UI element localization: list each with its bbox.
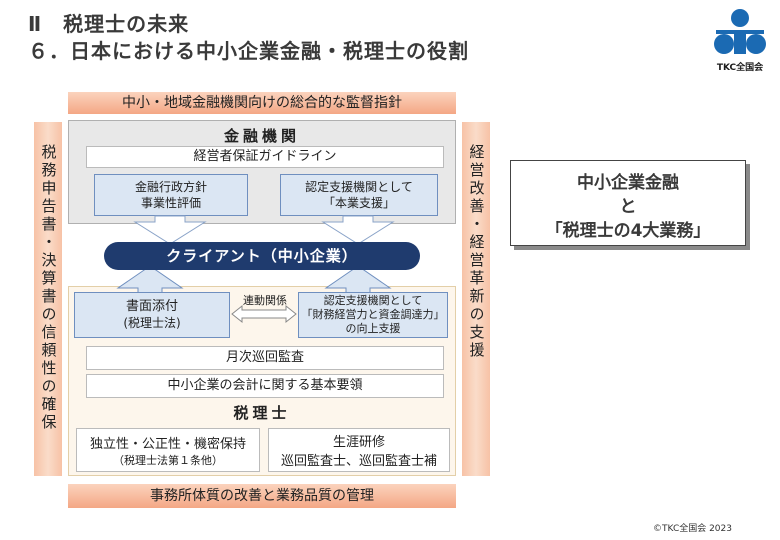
core-business-box: 認定支援機関として 「本業支援」: [280, 174, 438, 216]
callout-line2: と: [619, 197, 637, 217]
down-arrow-left: [133, 215, 207, 245]
monthly-audit-box: 月次巡回監査: [86, 346, 444, 370]
left-bar-label: 税務申告書・決算書の信頼性の確保: [39, 144, 58, 432]
guideline-box: 経営者保証ガイドライン: [86, 146, 444, 168]
right-bar-label: 経営改善・経営革新の支援: [467, 144, 486, 360]
bottom-banner: 事務所体質の改善と業務品質の管理: [68, 484, 456, 508]
independence-box: 独立性・公正性・機密保持 （税理士法第１条他）: [76, 428, 260, 472]
linkage-label: 連動関係: [243, 294, 287, 307]
core-business-line1: 認定支援機関として: [305, 180, 413, 194]
independence-line2: （税理士法第１条他）: [113, 453, 223, 467]
tkc-logo-icon: [714, 9, 766, 54]
training-line2: 巡回監査士、巡回監査士補: [280, 454, 437, 469]
written-attachment-line1: 書面添付: [125, 299, 178, 314]
logo-text: TKC全国会: [716, 63, 764, 73]
callout-line3: 「税理士の4大業務」: [545, 221, 711, 241]
finance-policy-box: 金融行政方針 事業性評価: [94, 174, 248, 216]
top-banner: 中小・地域金融機関向けの総合的な監督指針: [68, 92, 456, 114]
finance-heading: 金融機関: [223, 127, 300, 145]
tkc-logo: TKC全国会: [712, 6, 768, 73]
training-line1: 生涯研修: [332, 435, 385, 450]
finance-policy-line2: 事業性評価: [140, 196, 201, 210]
callout-line1: 中小企業金融: [577, 173, 679, 193]
down-arrow-right: [321, 215, 395, 245]
support-line2: 「財務経営力と資金調達力」: [301, 308, 445, 321]
section-title: Ⅱ 税理士の未来: [28, 12, 190, 36]
independence-line1: 独立性・公正性・機密保持: [89, 436, 246, 452]
core-business-line2: 「本業支援」: [322, 196, 395, 210]
training-box: 生涯研修 巡回監査士、巡回監査士補: [268, 428, 450, 472]
support-line3: の向上支援: [345, 322, 401, 335]
copyright: ©TKC全国会 2023: [653, 524, 732, 534]
left-bar: 税務申告書・決算書の信頼性の確保: [34, 122, 62, 476]
callout-box: 中小企業金融 と 「税理士の4大業務」: [510, 160, 746, 246]
support-box: 認定支援機関として 「財務経営力と資金調達力」 の向上支援: [298, 292, 448, 338]
accounting-basics-box: 中小企業の会計に関する基本要領: [86, 374, 444, 398]
right-bar: 経営改善・経営革新の支援: [462, 122, 490, 476]
support-line1: 認定支援機関として: [323, 294, 423, 307]
finance-policy-line1: 金融行政方針: [134, 180, 207, 194]
linkage-double-arrow: [231, 304, 297, 324]
client-pill: クライアント（中小企業）: [104, 242, 420, 270]
written-attachment-box: 書面添付 (税理士法): [74, 292, 230, 338]
tax-heading: 税理士: [233, 404, 291, 422]
written-attachment-line2: (税理士法): [123, 316, 181, 330]
page-title: ６．日本における中小企業金融・税理士の役割: [28, 39, 469, 63]
